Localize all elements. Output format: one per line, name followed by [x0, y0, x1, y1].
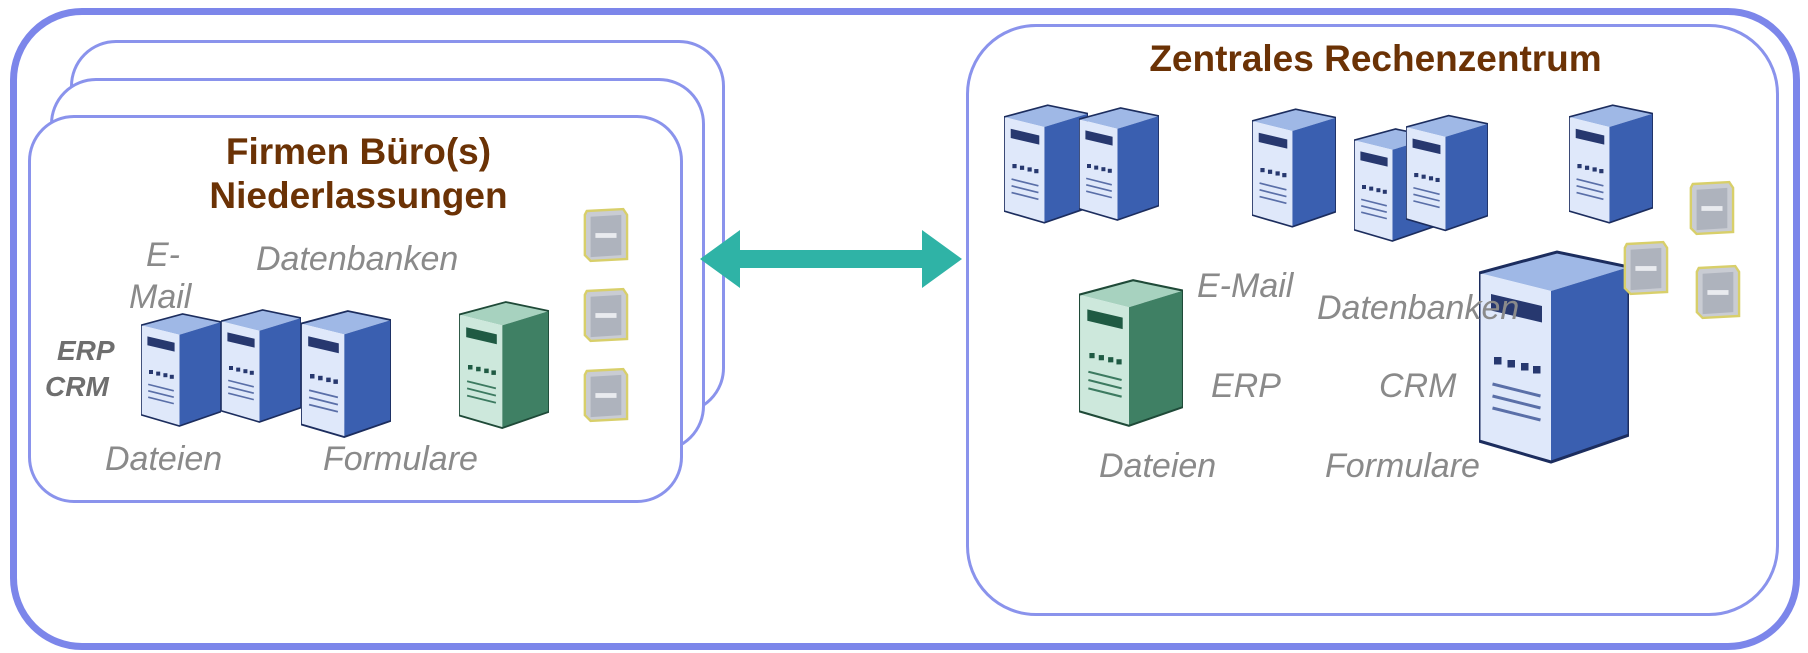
office-label-forms: Formulare	[323, 440, 478, 478]
office-label-crm: CRM	[45, 371, 109, 402]
datacenter-panel: Zentrales Rechenzentrum E-Mail Datenbank…	[966, 24, 1779, 616]
storage-drive-icon	[1687, 179, 1735, 237]
datacenter-label-forms: Formulare	[1325, 447, 1480, 485]
storage-drive-icon	[581, 366, 629, 424]
office-title-line1: Firmen Büro(s)	[225, 131, 492, 172]
server-icon	[1252, 103, 1336, 233]
storage-drive-icon	[581, 286, 629, 344]
office-label-email-line1: E-	[146, 236, 180, 274]
green-server-icon	[1079, 277, 1183, 429]
server-icon	[221, 304, 301, 428]
green-server-icon	[459, 296, 549, 434]
office-panel: Firmen Büro(s) Niederlassungen E- Mail D…	[28, 115, 683, 503]
office-label-erp: ERP	[57, 335, 115, 366]
server-icon	[301, 308, 391, 440]
office-title: Firmen Büro(s) Niederlassungen	[31, 130, 686, 218]
office-title-line2: Niederlassungen	[209, 175, 508, 216]
datacenter-title: Zentrales Rechenzentrum	[1149, 38, 1602, 79]
storage-drive-icon	[1621, 239, 1669, 297]
bidirectional-arrow-icon	[700, 230, 962, 288]
office-label-databases: Datenbanken	[256, 240, 459, 278]
storage-drive-icon	[581, 206, 629, 264]
datacenter-label-erp: ERP	[1211, 367, 1281, 405]
office-label-email-line2: Mail	[129, 278, 192, 316]
server-icon	[1079, 103, 1159, 225]
datacenter-label-crm: CRM	[1379, 367, 1457, 405]
server-icon	[1406, 111, 1488, 235]
office-label-files: Dateien	[105, 440, 223, 478]
datacenter-label-databases: Datenbanken	[1317, 289, 1520, 327]
server-icon	[1569, 99, 1653, 229]
datacenter-label-email: E-Mail	[1197, 267, 1294, 305]
datacenter-label-files: Dateien	[1099, 447, 1217, 485]
server-icon	[1004, 99, 1088, 229]
server-icon	[141, 308, 221, 432]
large-server-icon	[1479, 247, 1629, 467]
storage-drive-icon	[1693, 263, 1741, 321]
